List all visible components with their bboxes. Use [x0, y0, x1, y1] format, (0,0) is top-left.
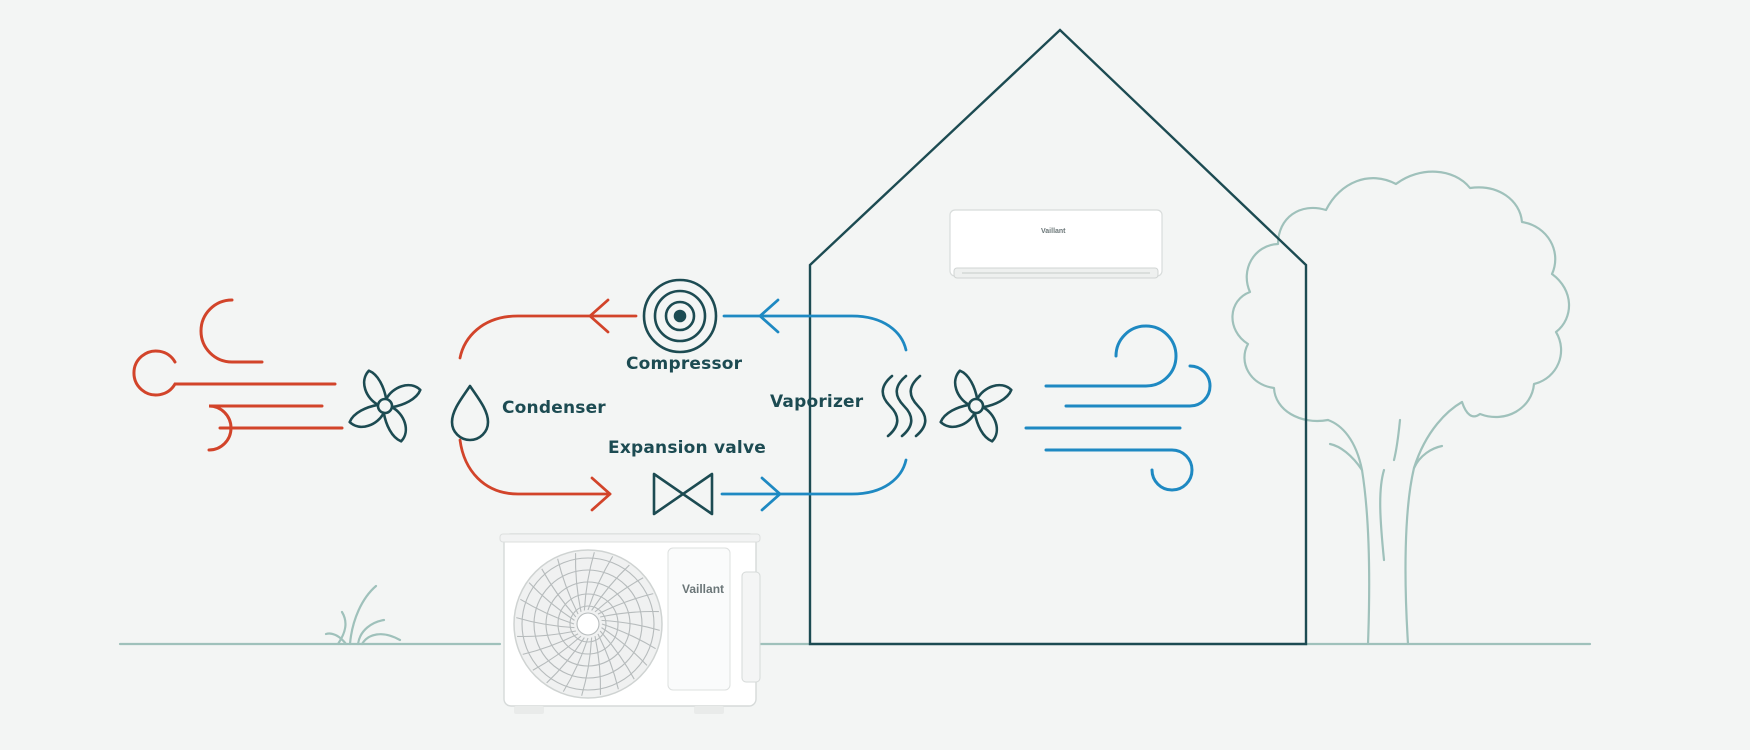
vaporizer-label: Vaporizer	[770, 392, 864, 412]
condenser-drop-icon	[450, 384, 490, 442]
fan-grille	[516, 552, 660, 696]
warm-flow-path	[458, 314, 638, 496]
arrow-icon	[758, 298, 782, 512]
outdoor-unit	[499, 533, 761, 714]
expansion-valve-label: Expansion valve	[608, 438, 766, 458]
indoor-unit	[949, 209, 1163, 279]
grass-icon	[324, 584, 402, 646]
arrow-icon	[588, 298, 612, 512]
fan-icon	[939, 369, 1013, 443]
indoor-unit-brand: Vaillant	[1041, 228, 1066, 235]
compressor-icon	[642, 278, 718, 354]
vaporizer-heat-icon	[881, 374, 927, 438]
expansion-valve-icon	[652, 472, 714, 516]
house-outline	[808, 28, 1308, 646]
condenser-label: Condenser	[502, 398, 606, 418]
tree-icon	[1231, 170, 1571, 646]
outdoor-unit-brand: Vaillant	[682, 582, 725, 596]
cold-flow-path	[720, 314, 908, 496]
wind-icon	[132, 298, 344, 452]
fan-icon	[348, 369, 422, 443]
compressor-label: Compressor	[626, 354, 743, 374]
wind-icon	[1024, 324, 1212, 492]
